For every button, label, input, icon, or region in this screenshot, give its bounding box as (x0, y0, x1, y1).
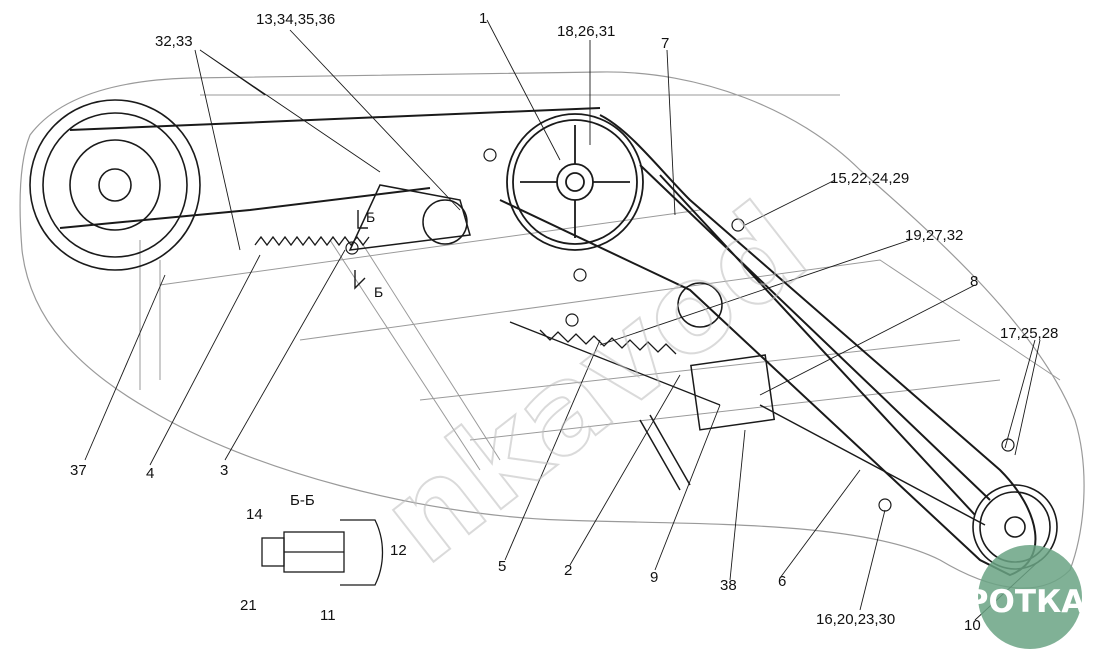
section-detail (261, 519, 384, 586)
label-section: Б-Б (290, 492, 315, 509)
label-6: 6 (778, 573, 786, 590)
frame-plates (139, 94, 1061, 471)
label-16-30: 16,20,23,30 (816, 611, 895, 628)
label-11: 11 (320, 607, 336, 624)
label-10: 10 (964, 617, 981, 634)
upper-belt (59, 107, 601, 229)
label-18-31: 18,26,31 (557, 23, 615, 40)
label-9: 9 (650, 569, 658, 586)
lower-belt (639, 164, 991, 516)
spring-upper (254, 235, 370, 247)
label-7: 7 (661, 35, 669, 52)
section-mark-bottom: Б (374, 284, 383, 300)
part-labels: 32,33 13,34,35,36 1 18,26,31 7 15,22,24,… (70, 10, 1058, 634)
agrotka-logo: АГРОТКА (922, 545, 1085, 649)
label-15-29: 15,22,24,29 (830, 170, 909, 187)
label-5: 5 (498, 558, 506, 575)
label-13-36: 13,34,35,36 (256, 11, 335, 28)
top-pulley (506, 113, 644, 251)
label-8: 8 (970, 273, 978, 290)
label-17-28: 17,25,28 (1000, 325, 1058, 342)
label-37: 37 (70, 462, 87, 479)
label-1: 1 (479, 10, 487, 27)
brackets (345, 148, 1015, 512)
left-pulley (29, 99, 201, 271)
label-3: 3 (220, 462, 228, 479)
label-32-33: 32,33 (155, 33, 193, 50)
label-2: 2 (564, 562, 572, 579)
section-arrows (354, 210, 368, 290)
section-mark-top: Б (366, 209, 375, 225)
label-38: 38 (720, 577, 737, 594)
label-21: 21 (240, 597, 257, 614)
label-19-32: 19,27,32 (905, 227, 963, 244)
label-12: 12 (390, 542, 407, 559)
tension-belt (759, 404, 986, 526)
logo-text: АГРОТКА (922, 584, 1085, 620)
label-4: 4 (146, 465, 154, 482)
label-14: 14 (246, 506, 263, 523)
